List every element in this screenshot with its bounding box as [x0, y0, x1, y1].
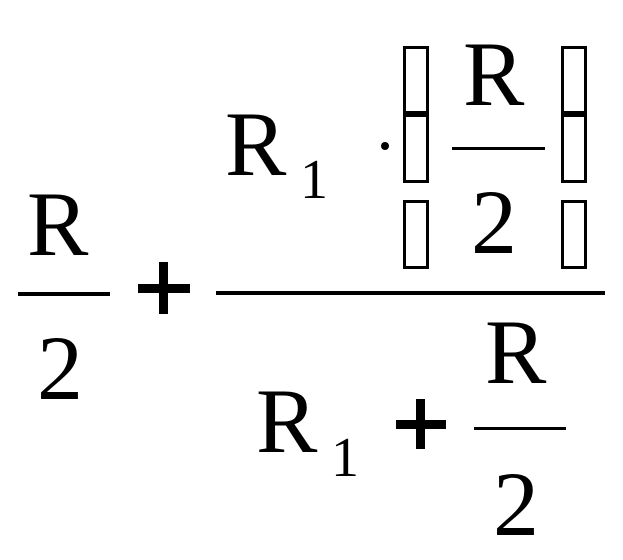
denominator-plus-sign — [396, 399, 446, 449]
plus-sign — [138, 262, 190, 314]
numerator-r: R — [225, 93, 287, 195]
denominator-r-subscript: 1 — [331, 427, 359, 489]
left-fraction-numerator: R — [27, 173, 89, 275]
right-bracket-top-box — [561, 46, 587, 114]
denominator-inner-fraction-bar — [474, 427, 566, 430]
numerator-inner-denominator: 2 — [471, 171, 517, 273]
main-fraction-bar — [216, 291, 605, 295]
left-fraction-bar — [18, 292, 110, 296]
numerator-r-subscript: 1 — [300, 149, 328, 211]
numerator-inner-numerator: R — [463, 23, 525, 125]
denominator-r: R — [256, 370, 318, 472]
right-bracket-bottom-box — [561, 200, 587, 269]
denominator-inner-numerator: R — [485, 301, 547, 403]
denominator-inner-denominator: 2 — [493, 453, 539, 555]
left-bracket-middle-box — [403, 114, 429, 183]
numerator-inner-fraction-bar — [452, 147, 545, 150]
left-bracket-top-box — [403, 46, 429, 114]
left-fraction-denominator: 2 — [37, 317, 83, 419]
right-bracket-middle-box — [561, 114, 587, 183]
left-bracket-bottom-box — [403, 200, 429, 269]
multiplication-dot — [381, 142, 389, 150]
